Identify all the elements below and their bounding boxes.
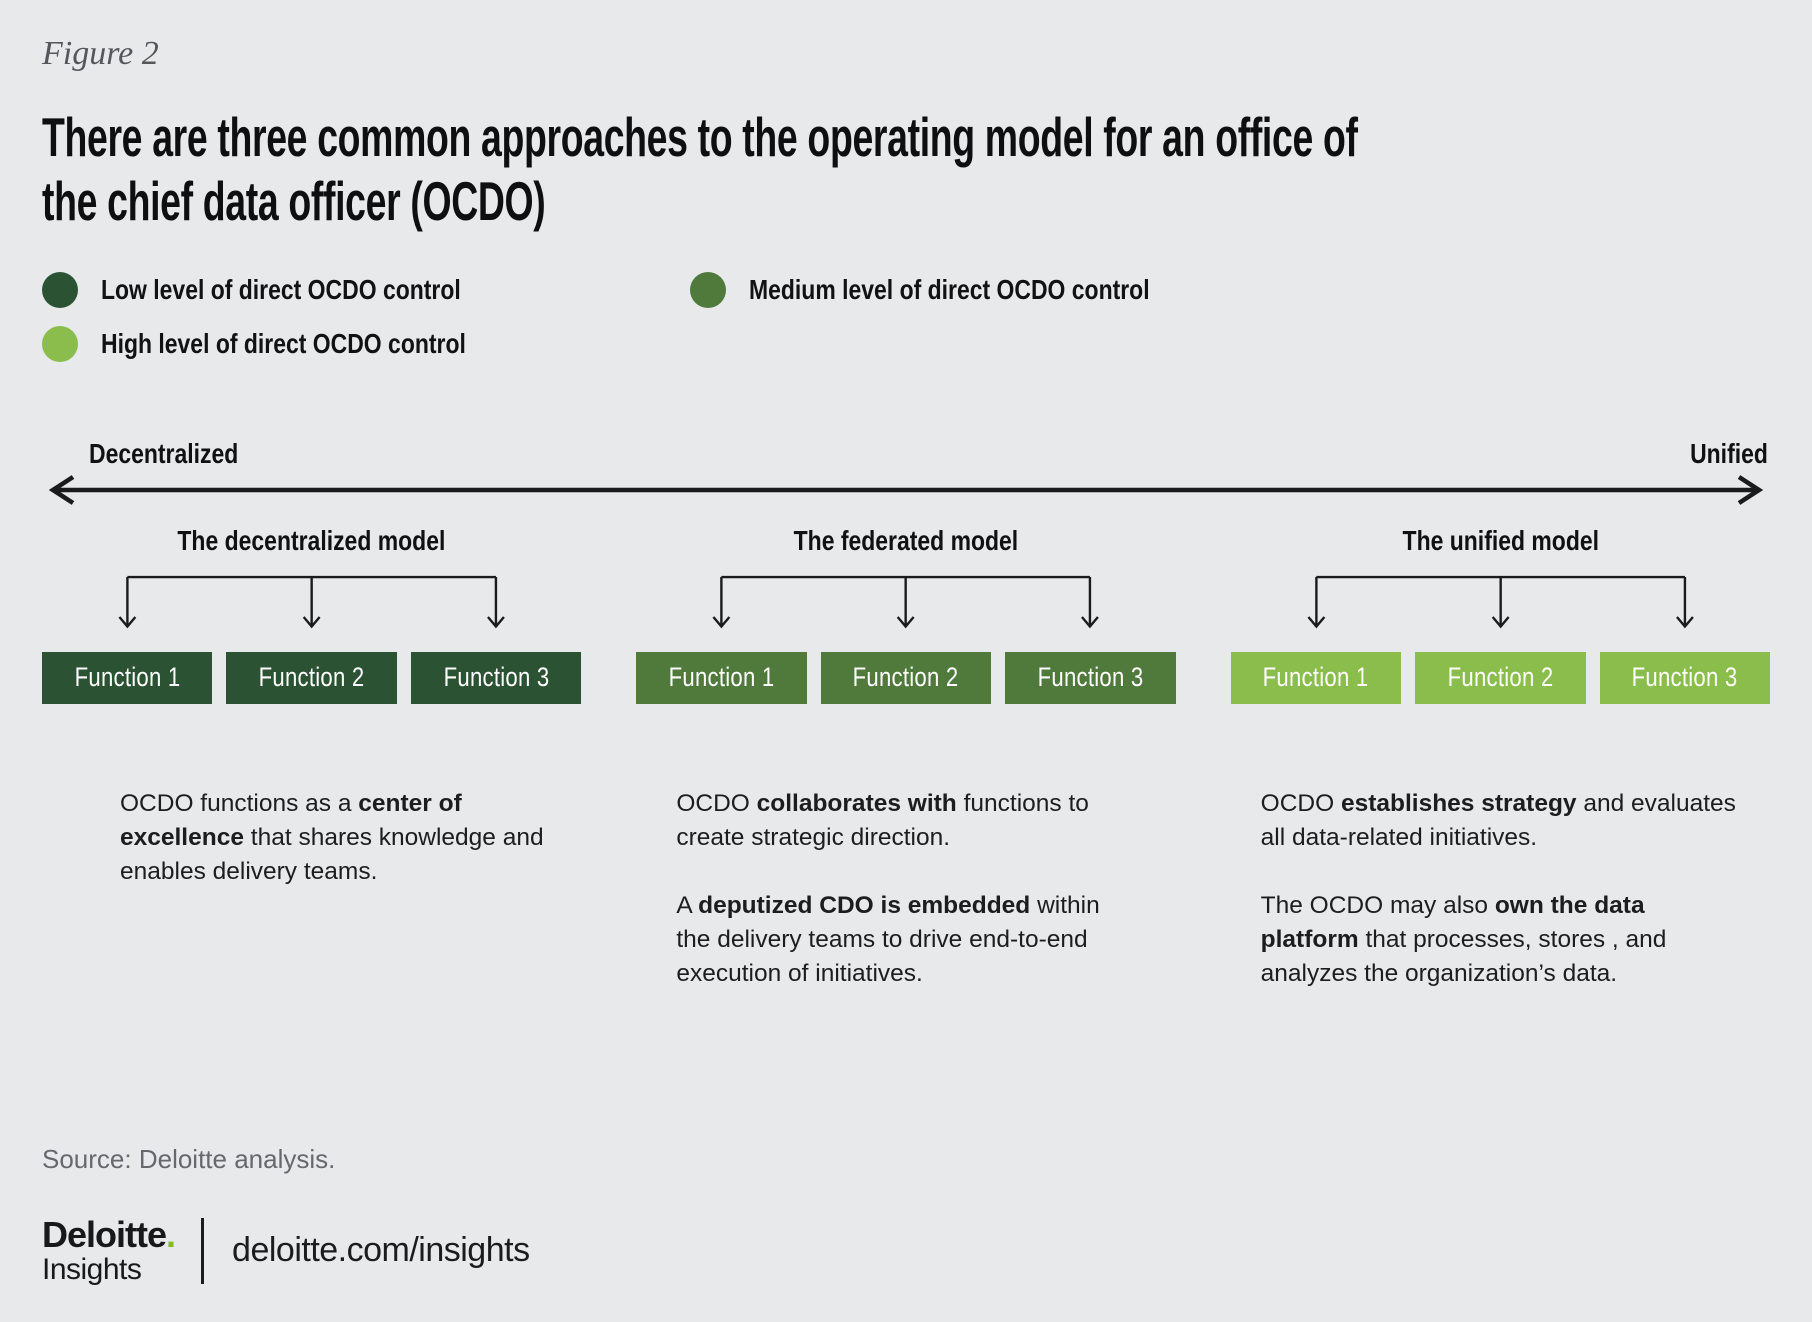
deloitte-insights-logo: Deloitte. Insights — [42, 1213, 176, 1286]
legend-item-medium-control: Medium level of direct OCDO control — [690, 271, 1770, 309]
model-heading-text: The unified model — [1402, 524, 1599, 556]
legend-label: Low level of direct OCDO control — [101, 273, 461, 305]
function-box-label: Function 1 — [74, 662, 181, 693]
brand-green-dot-icon: . — [166, 1213, 176, 1255]
insights-wordmark: Insights — [42, 1252, 142, 1286]
axis-labels: Decentralized Unified — [42, 437, 1770, 471]
deloitte-wordmark: Deloitte. — [42, 1213, 176, 1255]
source-note: Source: Deloitte analysis. — [42, 1143, 336, 1174]
models-grid: The decentralized model Function 1 Funct… — [42, 523, 1770, 991]
model-description: OCDO establishes strategy and evaluates … — [1260, 789, 1736, 987]
model-federated: The federated model Function 1 Function … — [636, 523, 1176, 991]
footer: Deloitte. Insights deloitte.com/insights — [42, 1213, 1770, 1286]
footer-divider — [201, 1217, 205, 1284]
footer-url[interactable]: deloitte.com/insights — [232, 1231, 530, 1270]
figure-title: There are three common approaches to the… — [42, 105, 1358, 233]
branch-arrows-icon — [712, 575, 1100, 629]
function-box: Function 1 — [42, 651, 213, 704]
medium-control-dot-icon — [690, 271, 726, 308]
function-box-label: Function 3 — [1037, 662, 1144, 693]
function-boxes-row: Function 1 Function 2 Function 3 — [1230, 651, 1770, 704]
brand-name: Deloitte — [42, 1213, 167, 1255]
function-box-label: Function 2 — [1447, 662, 1554, 693]
model-heading-text: The federated model — [793, 524, 1019, 556]
function-box: Function 1 — [636, 651, 807, 704]
model-unified: The unified model Function 1 Function 2 … — [1230, 523, 1770, 991]
function-box: Function 1 — [1230, 651, 1402, 704]
function-box-label: Function 1 — [1262, 662, 1369, 693]
function-box: Function 3 — [410, 651, 582, 704]
function-box: Function 3 — [1599, 651, 1770, 704]
function-box-label: Function 3 — [1631, 662, 1738, 693]
function-box-label: Function 2 — [258, 662, 365, 693]
figure-title-line-1: There are three common approaches to the… — [42, 105, 1358, 168]
figure-label: Figure 2 — [42, 35, 159, 72]
model-description: OCDO functions as a center of excellence… — [120, 789, 544, 885]
function-box: Function 2 — [820, 651, 992, 704]
axis-label-unified: Unified — [1690, 437, 1768, 469]
model-heading: The decentralized model — [42, 523, 581, 559]
legend: Low level of direct OCDO control Medium … — [42, 271, 1770, 363]
model-heading: The federated model — [636, 523, 1175, 559]
high-control-dot-icon — [42, 325, 78, 362]
function-box: Function 2 — [226, 651, 397, 704]
branch-arrows-icon — [118, 575, 505, 629]
model-heading-text: The decentralized model — [177, 524, 446, 556]
function-box-label: Function 2 — [853, 662, 959, 693]
function-boxes-row: Function 1 Function 2 Function 3 — [42, 651, 582, 704]
spectrum-axis: Decentralized Unified — [42, 437, 1770, 507]
legend-label: Medium level of direct OCDO control — [749, 273, 1150, 305]
function-box-label: Function 3 — [443, 662, 550, 693]
low-control-dot-icon — [42, 271, 78, 308]
model-heading: The unified model — [1231, 523, 1770, 559]
axis-label-decentralized: Decentralized — [89, 437, 239, 469]
model-description: OCDO collaborates with functions to crea… — [676, 789, 1100, 987]
figure-title-line-2: the chief data officer (OCDO) — [42, 169, 546, 232]
double-arrow-icon — [48, 474, 1764, 505]
legend-label: High level of direct OCDO control — [101, 327, 466, 359]
model-decentralized: The decentralized model Function 1 Funct… — [42, 523, 582, 991]
function-boxes-row: Function 1 Function 2 Function 3 — [636, 651, 1176, 704]
function-box: Function 2 — [1415, 651, 1586, 704]
function-box-label: Function 1 — [668, 662, 775, 693]
legend-item-low-control: Low level of direct OCDO control — [42, 271, 690, 309]
legend-item-high-control: High level of direct OCDO control — [42, 325, 690, 363]
branch-arrows-icon — [1307, 575, 1694, 629]
function-box: Function 3 — [1005, 651, 1176, 704]
